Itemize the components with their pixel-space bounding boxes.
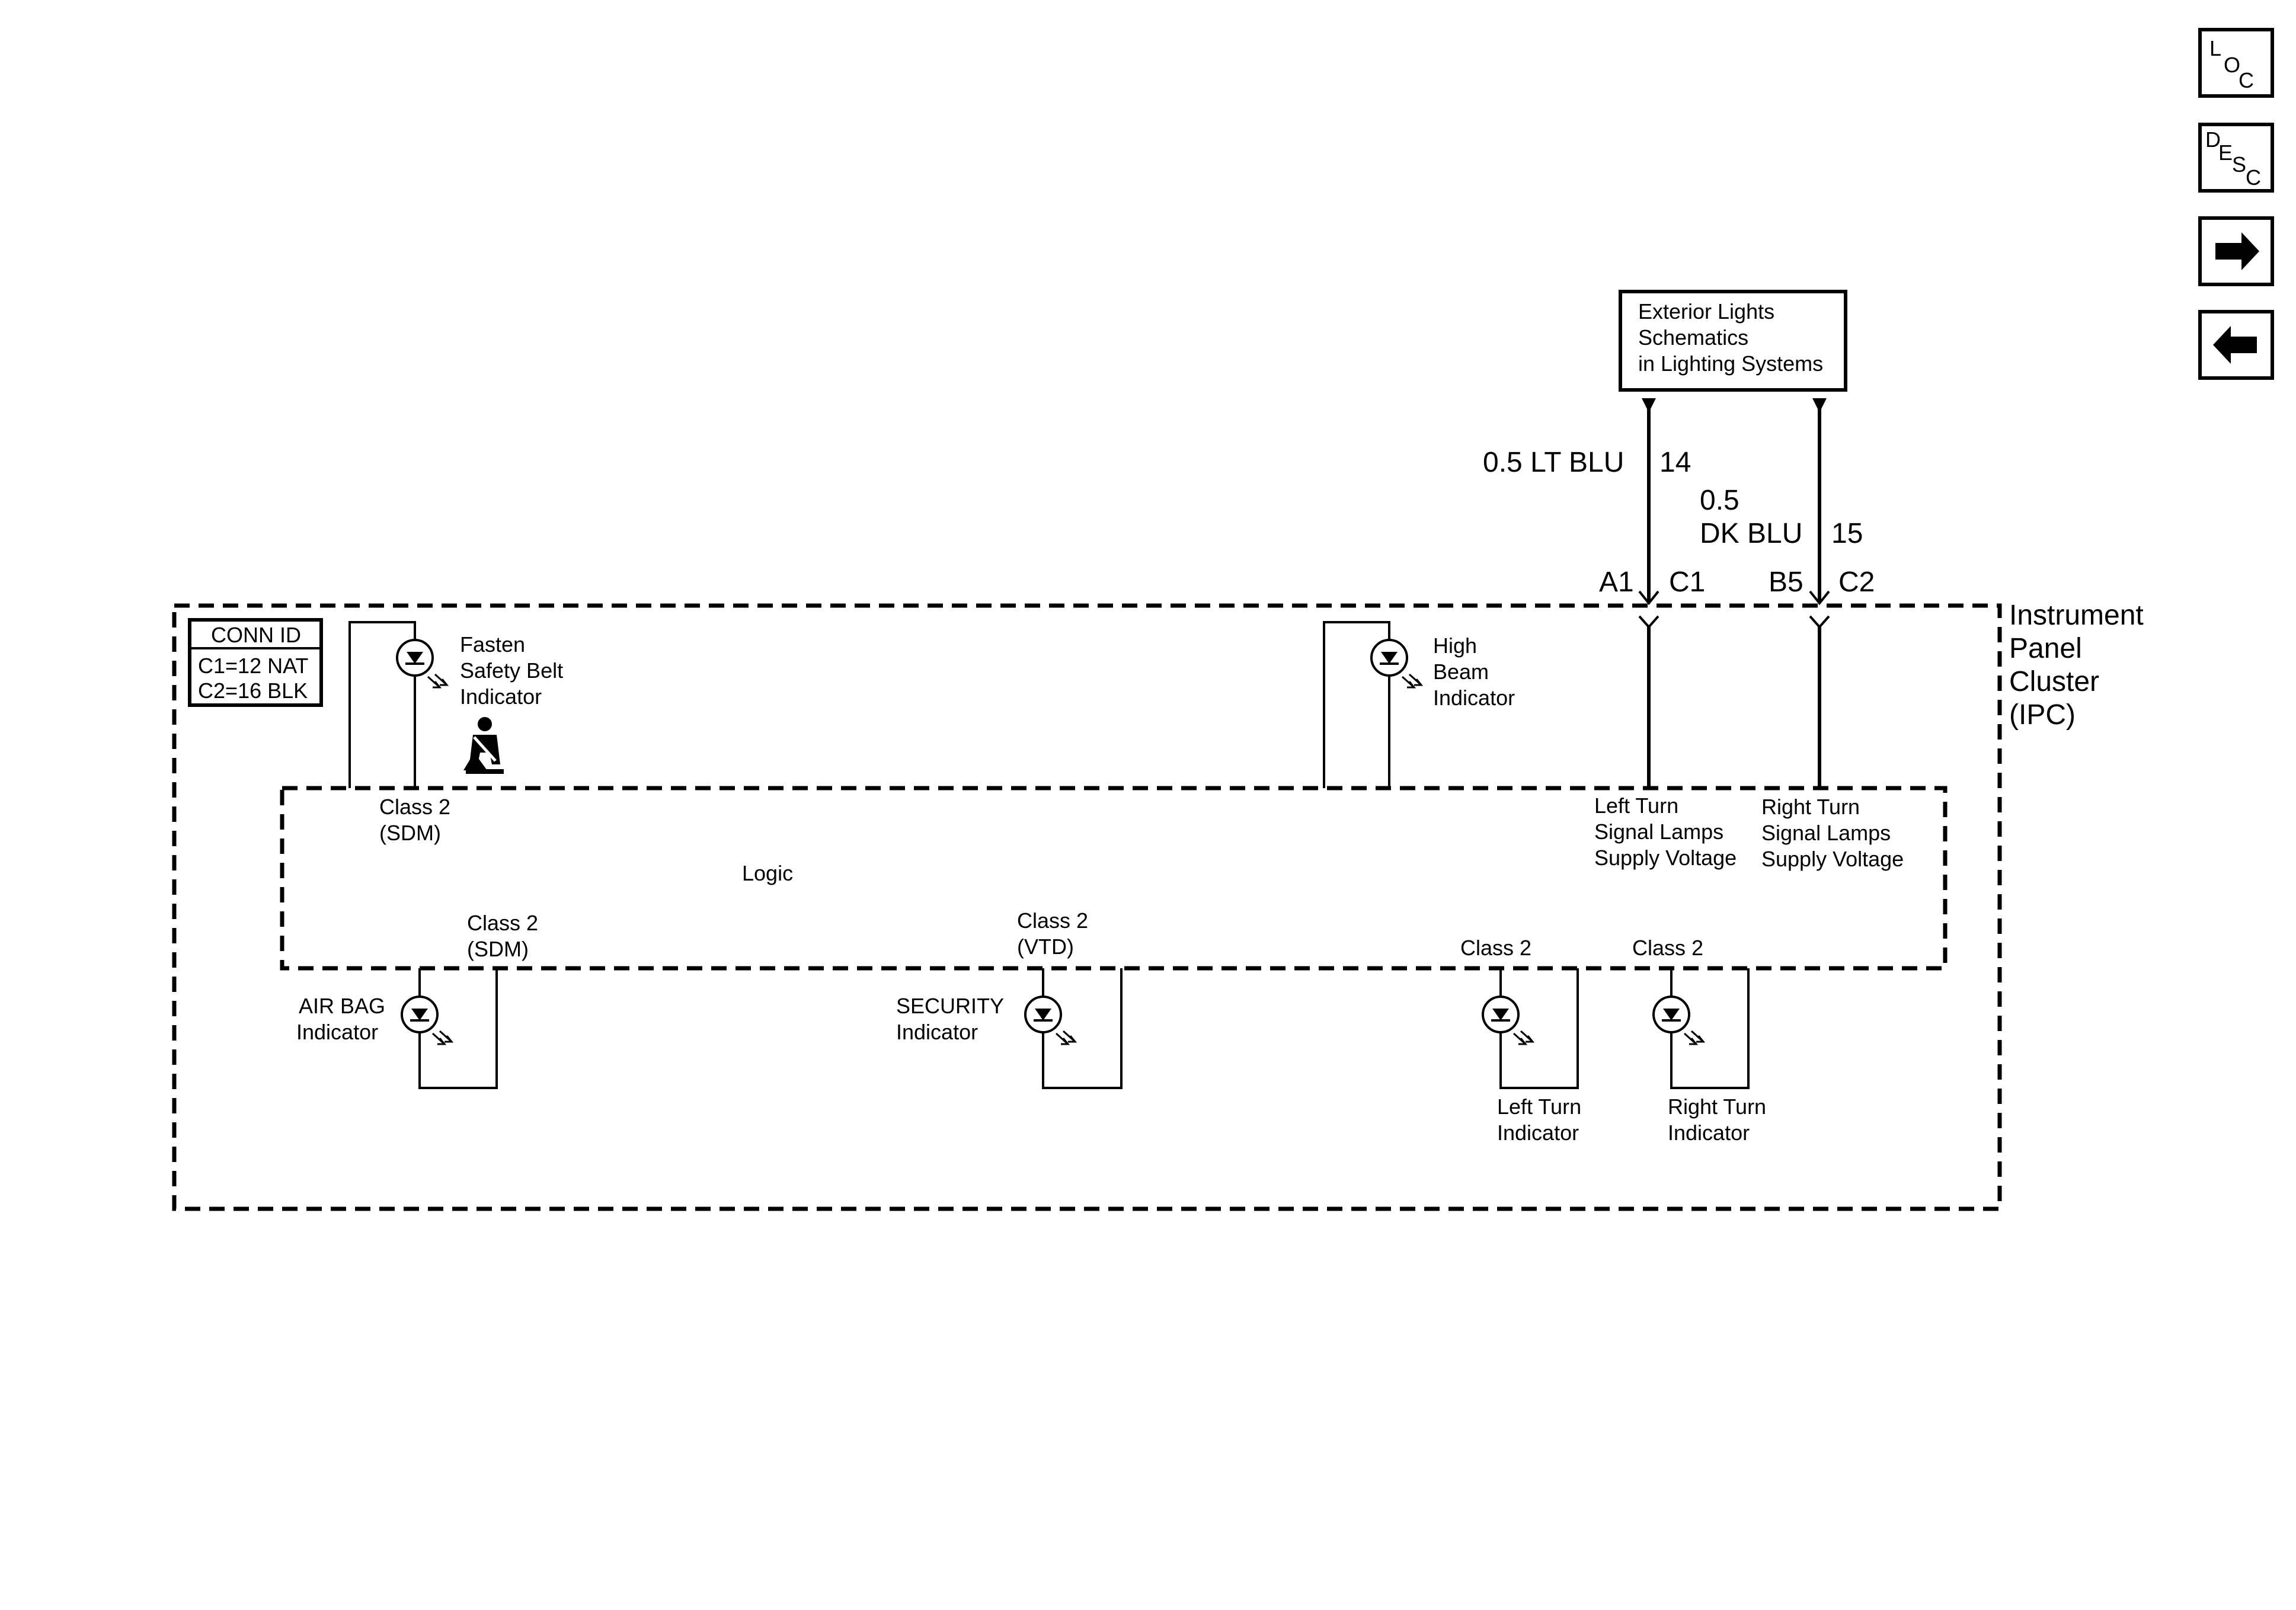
loc-letter-o: O bbox=[2224, 53, 2240, 77]
next-button[interactable] bbox=[2198, 216, 2274, 286]
prev-button[interactable] bbox=[2198, 310, 2274, 380]
loc-letter-l: L bbox=[2209, 36, 2221, 60]
security-led-icon bbox=[1024, 996, 1076, 1045]
left-turn-label-line2: Indicator bbox=[1497, 1121, 1579, 1145]
loc-button[interactable]: L O C bbox=[2198, 28, 2274, 98]
seatbelt-label-line2: Safety Belt bbox=[460, 658, 563, 683]
left-supply-line3: Supply Voltage bbox=[1594, 846, 1737, 870]
left-arrow-icon bbox=[2213, 326, 2257, 364]
high-beam-label-line1: High bbox=[1433, 633, 1477, 658]
conn-id-table: CONN ID C1=12 NAT C2=16 BLK bbox=[188, 618, 323, 707]
desc-letter-d: D bbox=[2205, 127, 2221, 152]
seatbelt-icon bbox=[463, 717, 504, 774]
right-turn-label-line2: Indicator bbox=[1668, 1121, 1750, 1145]
class2-vtd-line2: (VTD) bbox=[1017, 934, 1074, 959]
air-bag-indicator-circuit bbox=[401, 968, 498, 1089]
connector-c1: C1 bbox=[1669, 566, 1705, 598]
wire-right-turn bbox=[1809, 398, 1830, 788]
wire-right-circuit: 15 bbox=[1831, 518, 1863, 549]
logic-label: Logic bbox=[742, 861, 793, 885]
air-bag-label-line1: AIR BAG bbox=[299, 994, 385, 1018]
security-label-line2: Indicator bbox=[896, 1020, 978, 1044]
desc-letter-e: E bbox=[2218, 140, 2233, 165]
conn-id-title: CONN ID bbox=[211, 623, 301, 647]
left-supply-line2: Signal Lamps bbox=[1594, 820, 1723, 844]
desc-button[interactable]: D E S C bbox=[2198, 123, 2274, 193]
right-arrow-icon bbox=[2215, 232, 2259, 270]
wire-left-circuit: 14 bbox=[1659, 447, 1691, 478]
loc-letter-c: C bbox=[2239, 68, 2254, 92]
wire-right-gauge: 0.5 bbox=[1700, 485, 1739, 516]
right-turn-indicator-circuit bbox=[1652, 968, 1750, 1089]
exterior-lights-box[interactable]: Exterior Lights Schematics in Lighting S… bbox=[1619, 290, 1847, 392]
right-supply-line3: Supply Voltage bbox=[1761, 847, 1904, 871]
ipc-label-line4: (IPC) bbox=[2009, 699, 2076, 731]
class2-right-turn: Class 2 bbox=[1632, 936, 1703, 960]
wire-left-turn bbox=[1638, 398, 1659, 788]
conn-id-c1: C1=12 NAT bbox=[198, 654, 308, 678]
high-beam-label-line2: Beam bbox=[1433, 660, 1489, 684]
conn-id-c2: C2=16 BLK bbox=[198, 678, 308, 703]
ipc-boundary bbox=[172, 603, 2002, 1211]
class2-left-turn: Class 2 bbox=[1460, 936, 1531, 960]
seatbelt-label-line1: Fasten bbox=[460, 632, 525, 657]
right-supply-line2: Signal Lamps bbox=[1761, 821, 1891, 845]
wire-left-color: 0.5 LT BLU bbox=[1483, 447, 1624, 478]
connector-c2: C2 bbox=[1838, 566, 1875, 598]
class2-sdm-top-line2: (SDM) bbox=[379, 821, 441, 845]
class2-sdm-top-line1: Class 2 bbox=[379, 795, 450, 819]
high-beam-indicator-circuit bbox=[1323, 621, 1422, 788]
air-bag-label-line2: Indicator bbox=[296, 1020, 378, 1044]
logic-block bbox=[280, 786, 1948, 971]
desc-letter-s: S bbox=[2232, 152, 2246, 177]
security-indicator-circuit bbox=[1024, 968, 1123, 1089]
left-supply-line1: Left Turn bbox=[1594, 793, 1678, 818]
ipc-label-line1: Instrument bbox=[2009, 600, 2144, 631]
wire-right-color: DK BLU bbox=[1700, 518, 1802, 549]
left-turn-led-icon bbox=[1482, 996, 1534, 1045]
seatbelt-led-icon bbox=[396, 639, 448, 689]
class2-sdm-bottom-line1: Class 2 bbox=[467, 911, 538, 935]
seatbelt-indicator-circuit bbox=[348, 621, 448, 788]
left-turn-label-line1: Left Turn bbox=[1497, 1094, 1581, 1119]
pin-a1: A1 bbox=[1599, 566, 1634, 598]
pin-b5: B5 bbox=[1769, 566, 1803, 598]
right-supply-line1: Right Turn bbox=[1761, 795, 1860, 819]
desc-letter-c: C bbox=[2246, 165, 2261, 190]
right-turn-led-icon bbox=[1652, 996, 1705, 1045]
air-bag-led-icon bbox=[401, 996, 453, 1045]
ipc-label-line2: Panel bbox=[2009, 633, 2082, 664]
exterior-box-line1: Exterior Lights bbox=[1638, 299, 1774, 324]
left-turn-indicator-circuit bbox=[1482, 968, 1579, 1089]
class2-sdm-bottom-line2: (SDM) bbox=[467, 937, 529, 961]
security-label-line1: SECURITY bbox=[896, 994, 1004, 1018]
exterior-box-line2: Schematics bbox=[1638, 325, 1748, 350]
seatbelt-label-line3: Indicator bbox=[460, 684, 542, 709]
class2-vtd-line1: Class 2 bbox=[1017, 908, 1088, 933]
high-beam-led-icon bbox=[1370, 639, 1422, 689]
high-beam-label-line3: Indicator bbox=[1433, 686, 1515, 710]
right-turn-label-line1: Right Turn bbox=[1668, 1094, 1766, 1119]
exterior-box-line3: in Lighting Systems bbox=[1638, 351, 1823, 376]
ipc-label: Instrument Panel Cluster (IPC) bbox=[2009, 600, 2144, 731]
ipc-label-line3: Cluster bbox=[2009, 666, 2099, 697]
